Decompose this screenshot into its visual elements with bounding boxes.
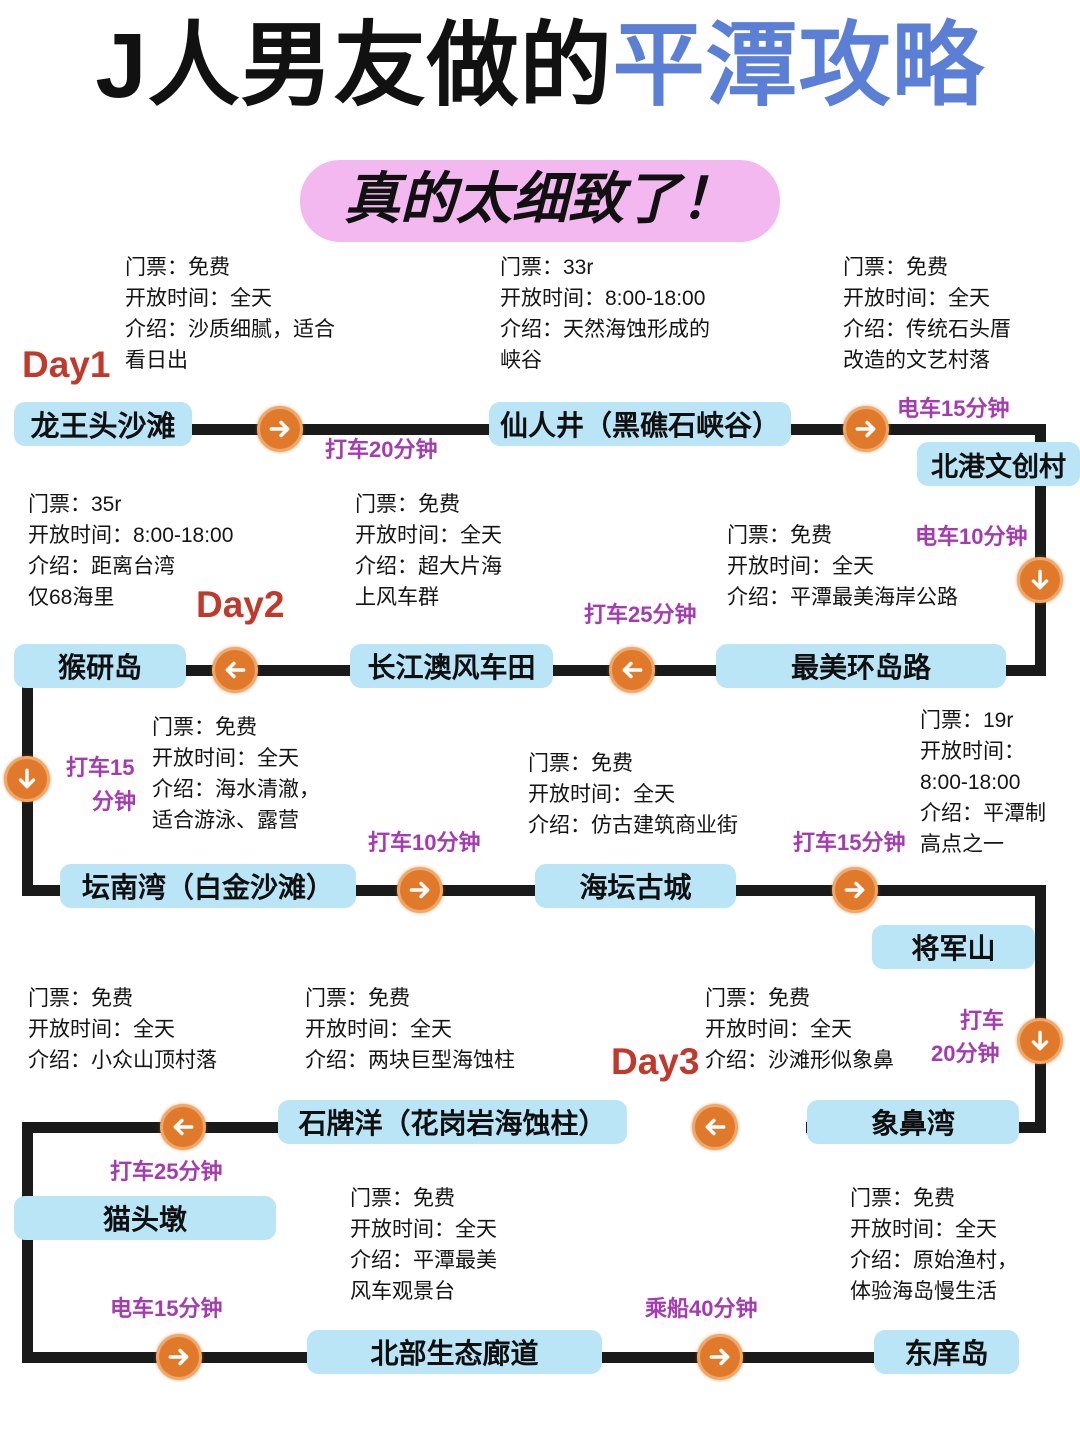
transit-label-9: 打车25分钟	[110, 1159, 223, 1184]
arrow-down-icon-3[interactable]	[1017, 1018, 1063, 1064]
node-xiangbiwan[interactable]: 象鼻湾	[807, 1100, 1019, 1144]
transit-label-3: 电车10分钟	[915, 524, 1028, 549]
info-beibu: 门票：免费 开放时间：全天 介绍：平潭最美 风车观景台	[350, 1187, 497, 1303]
arrow-right-icon-3[interactable]	[397, 867, 443, 913]
arrow-left-icon-1[interactable]	[609, 647, 655, 693]
node-label: 象鼻湾	[870, 1108, 955, 1139]
node-longwangtou[interactable]: 龙王头沙滩	[14, 402, 192, 446]
arrow-down-icon-2[interactable]	[4, 756, 50, 802]
arrow-down-icon-1[interactable]	[1017, 557, 1063, 603]
connector-line-r1b	[784, 424, 1046, 435]
info-xianrenjing: 门票：33r 开放时间：8:00-18:00 介绍：天然海蚀形成的 峡谷	[500, 256, 710, 372]
connector-line-right-v1	[1035, 424, 1046, 671]
arrow-left-icon-3[interactable]	[692, 1104, 738, 1150]
transit-label-5a: 打车15	[66, 755, 135, 780]
day-marker-2: Day2	[196, 584, 285, 625]
node-beigang[interactable]: 北港文创村	[917, 442, 1080, 486]
info-beigang: 门票：免费 开放时间：全天 介绍：传统石头厝 改造的文艺村落	[843, 256, 1011, 372]
info-tannanwan: 门票：免费 开放时间：全天 介绍：海水清澈， 适合游泳、露营	[152, 716, 320, 832]
node-jiangjunshan[interactable]: 将军山	[872, 925, 1035, 969]
arrow-right-icon-5[interactable]	[156, 1334, 202, 1380]
node-tannanwan[interactable]: 坛南湾（白金沙滩）	[60, 864, 356, 908]
title-blue-part: 平潭攻略	[612, 15, 985, 117]
connector-line-r3a	[350, 885, 540, 896]
node-label: 坛南湾（白金沙滩）	[81, 872, 334, 903]
node-dongyudao[interactable]: 东庠岛	[874, 1330, 1019, 1374]
info-shipaiyang: 门票：免费 开放时间：全天 介绍：两块巨型海蚀柱	[305, 987, 515, 1072]
info-maotoudun: 门票：免费 开放时间：全天 介绍：小众山顶村落	[28, 987, 217, 1072]
node-label: 北港文创村	[931, 451, 1066, 482]
transit-label-4: 打车25分钟	[584, 602, 697, 627]
node-zuimeihuandao[interactable]: 最美环岛路	[716, 644, 1006, 688]
transit-label-11: 乘船40分钟	[645, 1296, 758, 1321]
arrow-right-icon-6[interactable]	[697, 1334, 743, 1380]
connector-line-r4b	[22, 1122, 284, 1133]
node-label: 最美环岛路	[790, 652, 931, 683]
transit-label-1: 打车20分钟	[325, 437, 438, 462]
node-label: 仙人井（黑礁石峡谷）	[499, 410, 780, 441]
node-label: 东庠岛	[904, 1338, 989, 1369]
node-maotoudun[interactable]: 猫头墩	[14, 1196, 276, 1240]
subtitle-container: 真的太细致了！	[0, 160, 1080, 242]
connector-line-left-v2	[22, 1122, 33, 1359]
node-label: 长江澳风车田	[367, 652, 536, 683]
transit-label-2: 电车15分钟	[897, 396, 1010, 421]
transit-label-6: 打车10分钟	[368, 830, 481, 855]
info-zuimeihuandao: 门票：免费 开放时间：全天 介绍：平潭最美海岸公路	[727, 524, 958, 609]
subtitle-badge: 真的太细致了！	[300, 160, 780, 242]
info-haitangucheng: 门票：免费 开放时间：全天 介绍：仿古建筑商业街	[528, 752, 738, 837]
node-changjiangao[interactable]: 长江澳风车田	[350, 644, 553, 688]
transit-label-8b: 20分钟	[931, 1041, 1000, 1066]
info-changjiangao: 门票：免费 开放时间：全天 介绍：超大片海 上风车群	[355, 493, 502, 609]
transit-label-7: 打车15分钟	[793, 830, 906, 855]
connector-line-right-v2	[1035, 885, 1046, 1128]
node-xianrenjing[interactable]: 仙人井（黑礁石峡谷）	[489, 402, 791, 446]
node-label: 龙王头沙滩	[30, 411, 176, 443]
connector-line-r2b	[180, 665, 358, 676]
arrow-left-icon-2[interactable]	[212, 647, 258, 693]
node-shipaiyang[interactable]: 石牌洋（花岗岩海蚀柱）	[278, 1100, 627, 1144]
node-label: 猴研岛	[57, 652, 142, 683]
node-haitangucheng[interactable]: 海坛古城	[535, 864, 736, 908]
connector-line-r3b	[730, 885, 1045, 896]
title-black-part: J人男友做的	[95, 15, 613, 117]
day-marker-3: Day3	[611, 1041, 700, 1082]
arrow-right-icon-2[interactable]	[843, 406, 889, 452]
arrow-right-icon-1[interactable]	[257, 406, 303, 452]
page-title: J人男友做的平潭攻略	[0, 16, 1080, 116]
arrow-left-icon-4[interactable]	[160, 1104, 206, 1150]
node-houyandao[interactable]: 猴研岛	[14, 644, 186, 688]
day-marker-1: Day1	[22, 344, 111, 385]
node-label: 海坛古城	[579, 872, 692, 903]
info-xiangbiwan: 门票：免费 开放时间：全天 介绍：沙滩形似象鼻	[705, 987, 894, 1072]
info-longwangtou: 门票：免费 开放时间：全天 介绍：沙质细腻，适合 看日出	[125, 256, 335, 372]
node-label: 石牌洋（花岗岩海蚀柱）	[298, 1108, 607, 1139]
node-label: 北部生态廊道	[370, 1338, 539, 1369]
info-houyandao: 门票：35r 开放时间：8:00-18:00 介绍：距离台湾 仅68海里	[28, 493, 234, 609]
arrow-right-icon-4[interactable]	[832, 867, 878, 913]
transit-label-10: 电车15分钟	[110, 1296, 223, 1321]
node-label: 将军山	[911, 933, 996, 964]
connector-line-r1a	[185, 424, 495, 435]
info-jiangjunshan: 门票：19r 开放时间： 8:00-18:00 介绍：平潭制 高点之一	[920, 709, 1046, 856]
transit-label-8a: 打车	[960, 1008, 1005, 1033]
info-dongyudao: 门票：免费 开放时间：全天 介绍：原始渔村， 体验海岛慢生活	[850, 1187, 1018, 1303]
transit-label-5b: 分钟	[92, 789, 137, 814]
node-beibu[interactable]: 北部生态廊道	[307, 1330, 602, 1374]
node-label: 猫头墩	[102, 1204, 187, 1235]
